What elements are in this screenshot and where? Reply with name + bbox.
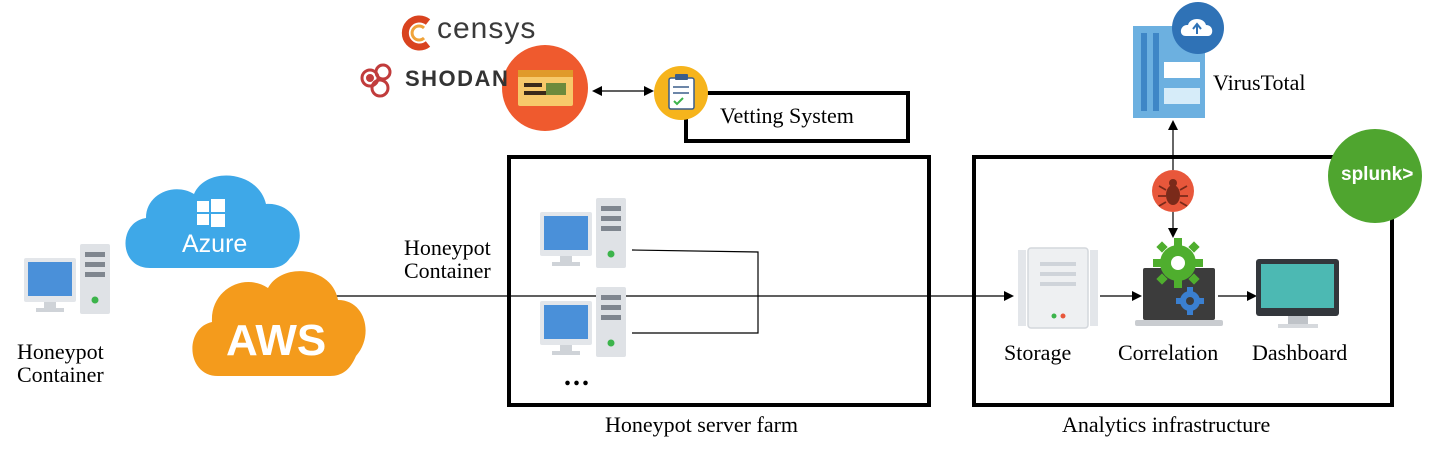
azure-wordmark: Azure: [182, 230, 248, 258]
aws-wordmark: AWS: [226, 316, 327, 365]
laptop-gears-icon: [1135, 238, 1223, 326]
windows-logo-icon: [197, 199, 225, 227]
bug-icon: [1152, 170, 1194, 212]
clipboard-checklist-icon: [654, 66, 708, 120]
desktop-server-icon: [540, 287, 626, 357]
server-cloud-upload-icon: [1133, 2, 1224, 118]
censys-logo-icon: [401, 15, 431, 51]
censys-wordmark: censys: [437, 12, 537, 45]
shodan-wordmark: SHODAN: [405, 66, 510, 91]
storage-server-icon: [1018, 247, 1098, 329]
monitor-icon: [1256, 259, 1339, 328]
shodan-logo-icon: [360, 63, 392, 98]
desktop-server-icon: [540, 198, 626, 268]
honeypot-container-left-label: Honeypot Container: [17, 339, 104, 388]
virustotal-label: VirusTotal: [1213, 70, 1306, 95]
analytics-infrastructure-label: Analytics infrastructure: [1062, 412, 1271, 437]
storage-label: Storage: [1004, 340, 1072, 365]
scanner-icon: [502, 45, 588, 131]
dashboard-label: Dashboard: [1252, 340, 1348, 365]
splunk-wordmark: splunk>: [1341, 164, 1414, 185]
azure-cloud-icon: [125, 175, 300, 268]
correlation-label: Correlation: [1118, 340, 1219, 365]
farm-ellipsis: ...: [564, 361, 591, 392]
farm-bracket-line: [631, 249, 759, 334]
desktop-server-icon: [24, 244, 110, 314]
honeypot-server-farm-box: [507, 155, 931, 407]
vetting-system-label: Vetting System: [720, 103, 854, 128]
honeypot-server-farm-label: Honeypot server farm: [605, 412, 799, 437]
splunk-logo-icon: [1328, 129, 1422, 223]
gear-blue-icon: [1176, 287, 1204, 315]
analytics-infrastructure-box: [972, 155, 1394, 407]
gear-green-icon: [1153, 238, 1203, 288]
aws-cloud-icon: [192, 271, 366, 376]
honeypot-container-mid-label: Honeypot Container: [404, 235, 491, 284]
